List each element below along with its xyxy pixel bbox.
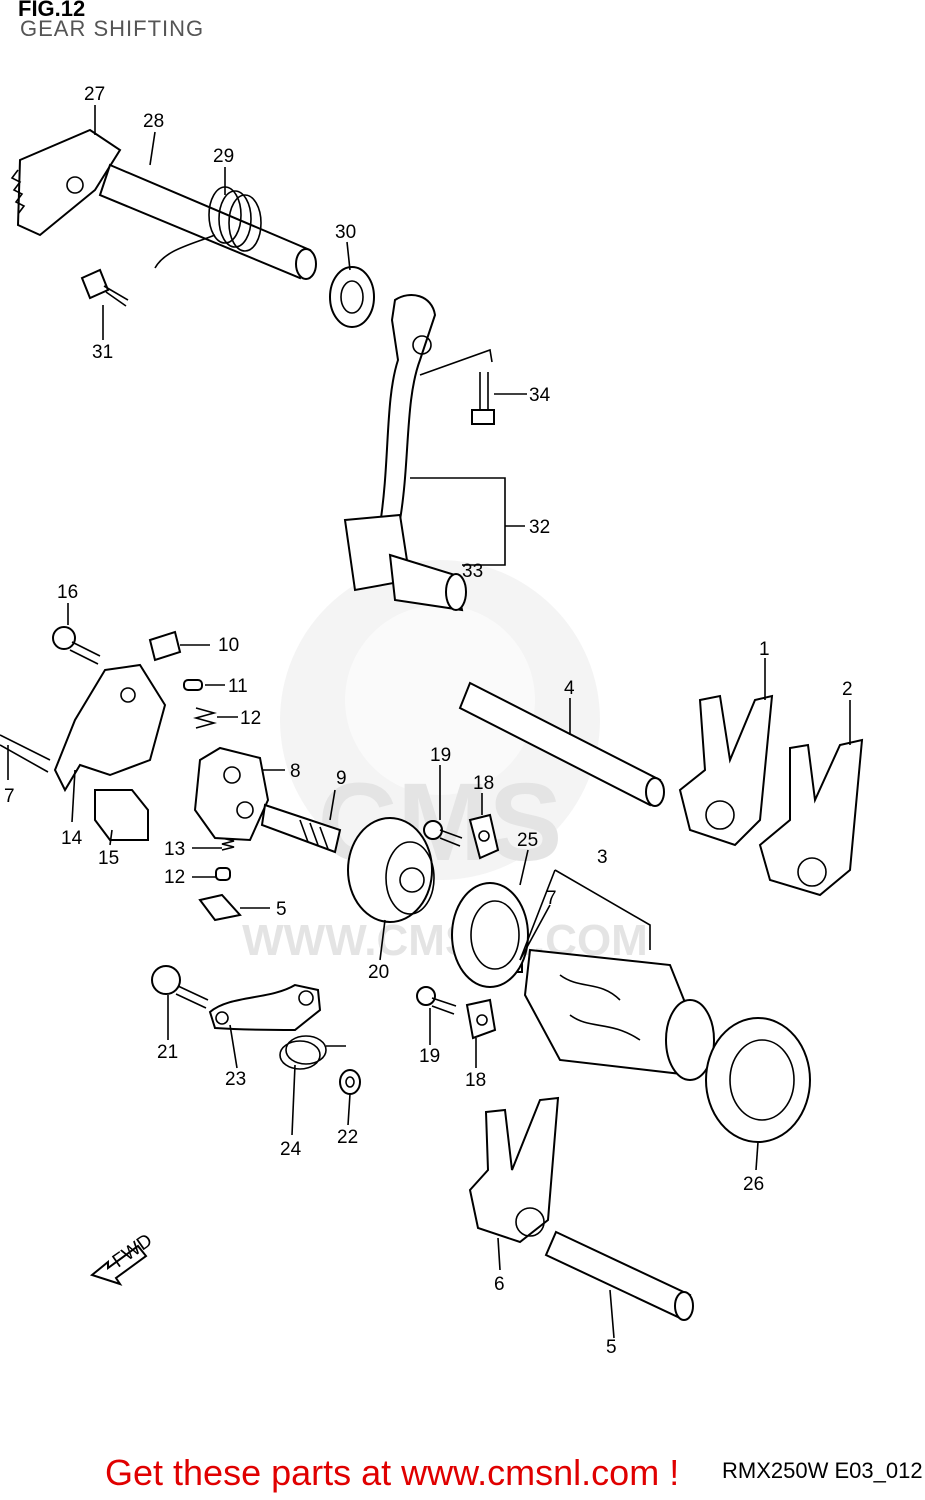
callout-26: 26: [743, 1174, 764, 1195]
callout-6: 3: [597, 847, 608, 868]
callout-8: 8: [290, 761, 301, 782]
part-33-shift-pedal-rubber: [388, 553, 467, 612]
callout-15: 15: [98, 848, 119, 869]
callout-22: 22: [337, 1127, 358, 1148]
callout-3: 6: [494, 1274, 505, 1295]
callout-23: 23: [225, 1069, 246, 1090]
callout-27: 27: [84, 84, 105, 105]
part-2-shift-fork: [758, 738, 864, 897]
part-21-bolt: [151, 965, 209, 1009]
callout-13-upper: 12: [240, 708, 261, 729]
callout-7-left: 7: [4, 786, 15, 807]
part-34-bolt: [471, 372, 495, 425]
callout-33: 33: [462, 561, 483, 582]
part-27-shift-arm: [10, 128, 122, 237]
part-4-fork-shaft: [458, 681, 665, 807]
callout-19-lower: 19: [419, 1046, 440, 1067]
part-1-shift-fork: [678, 694, 774, 847]
part-5-fork-shaft: [544, 1230, 694, 1321]
callout-12-upper: 11: [228, 676, 248, 697]
part-10-stopper: [198, 893, 242, 922]
part-12-pin: [183, 679, 231, 881]
part-28-shift-shaft: [98, 163, 317, 280]
part-26-bearing: [705, 1017, 811, 1143]
diagram-reference-code: RMX250W E03_012: [722, 1458, 923, 1483]
exploded-parts-diagram: CMS WWW.CMSNL.COM: [0, 84, 864, 1358]
callout-25: 25: [517, 830, 538, 851]
callout-28: 28: [143, 111, 164, 132]
part-18-washer: [465, 813, 500, 1040]
callout-24: 24: [280, 1139, 302, 1160]
callouts: 27 28 29 30 31 34 32 33 16 10 11 12 8 9 …: [4, 84, 853, 1358]
callout-1: 1: [759, 639, 770, 660]
part-30-oil-seal: [329, 266, 375, 328]
leader-lines: [7, 105, 851, 1339]
part-25-bearing: [451, 882, 529, 988]
fwd-arrow: FWD: [89, 1230, 156, 1286]
callout-2: 2: [842, 679, 853, 700]
callout-16: 16: [57, 582, 78, 603]
part-14-stopper-plate: [53, 663, 167, 793]
part-11-pawl: [148, 630, 182, 662]
callout-13-lower: 13: [164, 839, 185, 860]
part-9-cam-stopper-shaft: [260, 803, 342, 854]
callout-14: 14: [61, 828, 83, 849]
callout-11: 10: [218, 635, 239, 656]
callout-31: 31: [92, 342, 113, 363]
callout-4: 4: [564, 678, 575, 699]
callout-21: 21: [157, 1042, 178, 1063]
part-19-bolt: [416, 820, 463, 1015]
callout-29: 29: [213, 146, 234, 167]
part-23-stopper-lever: [208, 983, 322, 1032]
part-16-bolt: [52, 626, 101, 665]
callout-34: 34: [529, 385, 551, 406]
callout-30: 30: [335, 222, 356, 243]
callout-20: 20: [368, 962, 389, 983]
part-24-spring: [279, 1035, 346, 1070]
part-8-cam: [193, 746, 270, 842]
callout-32: 32: [529, 517, 550, 538]
callout-5: 5: [606, 1337, 617, 1358]
callout-9: 9: [336, 768, 347, 789]
cta-link-banner[interactable]: Get these parts at www.cmsnl.com !: [105, 1452, 680, 1493]
part-20-cam-plate: [347, 817, 435, 923]
part-32-shift-lever: [343, 294, 437, 592]
callout-10: 5: [276, 899, 287, 920]
callout-19-upper: 19: [430, 745, 451, 766]
callout-7-drum: 7: [546, 888, 557, 909]
figure-subtitle: GEAR SHIFTING: [20, 16, 205, 41]
part-22-washer: [339, 1069, 361, 1095]
part-3-shift-fork: [468, 1096, 560, 1244]
callout-12-lower: 12: [164, 867, 185, 888]
figure-title: FIG.12: [18, 0, 86, 21]
part-6-gearshift-cam-drum: [523, 948, 715, 1081]
part-29-return-spring: [154, 186, 262, 269]
callout-18-upper: 18: [473, 773, 494, 794]
part-15-collar: [94, 789, 149, 841]
part-31-bolt: [80, 268, 129, 307]
callout-18-lower: 18: [465, 1070, 486, 1091]
